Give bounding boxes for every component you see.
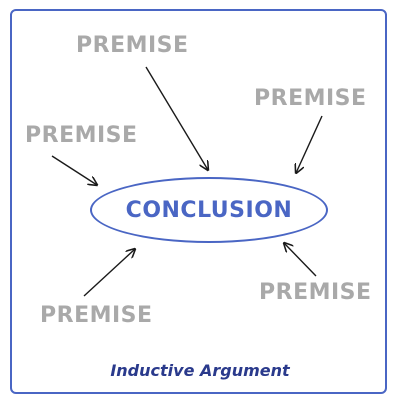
conclusion-ellipse: CONCLUSION [90,177,328,243]
premise-top: PREMISE [76,33,189,58]
diagram-frame [10,9,387,394]
premise-lower-left: PREMISE [40,303,153,328]
diagram-caption: Inductive Argument [110,361,290,380]
arrow-upper-right-premise [296,115,323,173]
arrow-left-premise [51,155,97,185]
premise-left: PREMISE [25,123,138,148]
arrow-lower-left-premise [83,249,135,297]
conclusion-label: CONCLUSION [125,197,293,223]
premise-upper-right: PREMISE [254,86,367,111]
arrow-top-premise [145,66,208,170]
arrow-lower-right-premise [284,243,317,277]
premise-lower-right: PREMISE [259,280,372,305]
